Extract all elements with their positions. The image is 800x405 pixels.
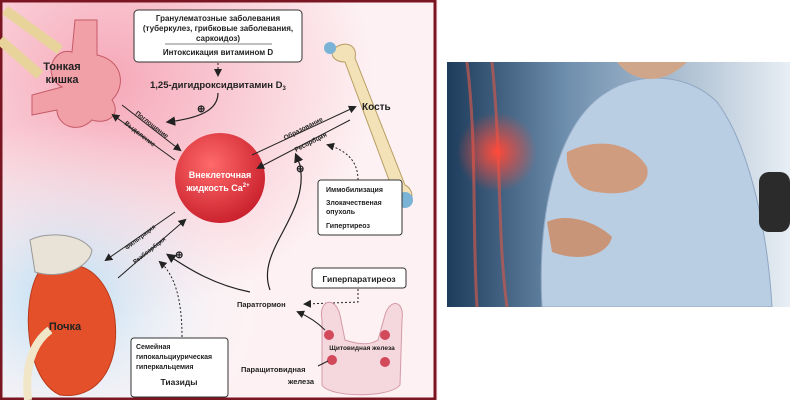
bone-cause: Злокачественая bbox=[326, 200, 382, 207]
bone-cause: опухоль bbox=[326, 209, 356, 216]
intestine-label: Тонкая bbox=[43, 61, 80, 73]
calcium-metabolism-diagram: Тонкая кишка Гранулематозные заболевания… bbox=[0, 0, 438, 401]
causes-line: саркоидоз) bbox=[196, 34, 240, 43]
kidney-cause: гипокальциурическая bbox=[136, 354, 212, 361]
small-intestine-illustration bbox=[0, 5, 121, 128]
thiazides-label: Тиазиды bbox=[160, 377, 197, 387]
parathormone-label: Паратгормон bbox=[237, 300, 286, 309]
causes-box bbox=[133, 9, 303, 63]
kidney-label: Почка bbox=[49, 321, 82, 333]
kidney-cause: гиперкальцемия bbox=[136, 364, 193, 371]
causes-line: (туберкулез, грибковые заболевания, bbox=[143, 24, 293, 33]
thyroid-illustration bbox=[320, 302, 403, 396]
extracellular-calcium-circle bbox=[175, 133, 265, 223]
intestine-label-2: кишка bbox=[45, 74, 79, 86]
causes-line: Гранулематозные заболевания bbox=[156, 14, 281, 23]
plus-icon: ⊕ bbox=[197, 104, 205, 115]
hyperparathyroidism-label: Гиперпаратиреоз bbox=[322, 274, 395, 284]
diagram-border bbox=[0, 0, 437, 401]
parathyroid-label: Паращитовидная bbox=[241, 365, 305, 374]
bone-cause: Гипертиреоз bbox=[326, 223, 370, 230]
vitamin-d3-label: 1,25-дигидроксидвитамин D3 bbox=[150, 80, 286, 92]
bone-cause: Иммобилизация bbox=[326, 186, 383, 194]
kidney-cause: Семейная bbox=[136, 343, 170, 351]
thyroid-label: Щитовидная железа bbox=[329, 345, 395, 352]
vitamin-d-intoxication: Интоксикация витамином D bbox=[163, 48, 274, 57]
kidney-illustration bbox=[23, 234, 117, 401]
chest-pain-photo bbox=[447, 62, 790, 307]
center-label-2: жидкость Ca2+ bbox=[185, 183, 250, 193]
hyperparathyroidism-box bbox=[311, 267, 407, 289]
bone-label: Кость bbox=[362, 102, 391, 113]
kidney-causes-box bbox=[130, 337, 229, 398]
bone-causes-box bbox=[317, 179, 403, 236]
center-label: Внеклеточная bbox=[189, 170, 252, 180]
plus-icon: ⊕ bbox=[175, 250, 183, 261]
parathyroid-label-2: железа bbox=[287, 377, 315, 386]
